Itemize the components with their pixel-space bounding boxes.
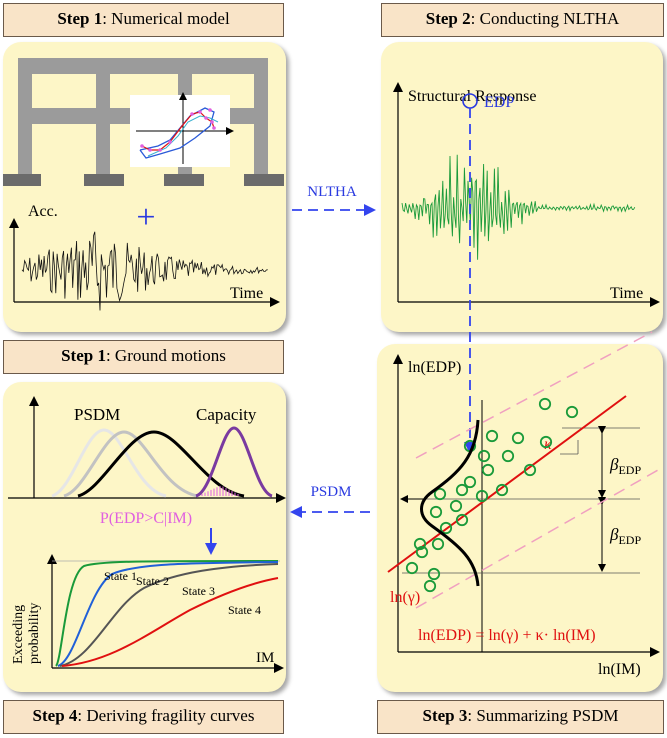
psdm-data-point — [523, 463, 537, 477]
step4-label: Step 4: Deriving fragility curves — [3, 700, 284, 734]
step-number: Step 3 — [422, 706, 468, 725]
psdm-data-point — [427, 567, 441, 581]
step1-ground-label: Step 1: Ground motions — [3, 340, 284, 374]
overlap-hatch — [201, 485, 239, 496]
psdm-curve-dark — [77, 430, 245, 498]
beta-lower-label: βEDP — [609, 525, 641, 547]
ground-motion-trace — [21, 231, 268, 311]
psdm-data-point — [477, 449, 491, 463]
response-panel — [381, 42, 663, 332]
beta-upper-label: βEDP — [609, 455, 641, 477]
kappa-label: κ — [544, 436, 552, 453]
step-text: : Numerical model — [102, 9, 230, 28]
frame-supports — [3, 174, 284, 186]
capacity-curve — [195, 426, 273, 498]
edp-label: EDP — [484, 94, 514, 111]
state1-label: State 1 — [104, 569, 137, 583]
fragility-x-label: IM — [256, 650, 274, 666]
fragility-curve-state3 — [59, 563, 279, 667]
capacity-label: Capacity — [196, 405, 257, 424]
hysteresis-loop-cyan — [147, 115, 219, 157]
psdm-scatter — [405, 397, 579, 593]
psdm-curve-label: PSDM — [74, 405, 120, 424]
acc-time-label: Time — [230, 285, 263, 302]
plus-sign: + — [136, 199, 155, 236]
upper-bound-line — [415, 331, 653, 459]
psdm-data-point — [455, 513, 469, 527]
step-number: Step 1 — [57, 9, 103, 28]
hysteresis-inset — [130, 92, 234, 167]
psdm-data-point — [449, 499, 463, 513]
hysteresis-loop-red — [141, 111, 215, 151]
psdm-data-point — [495, 483, 509, 497]
psdm-data-point — [501, 449, 515, 463]
psdm-curve-mid — [63, 430, 199, 498]
response-trace — [401, 154, 636, 260]
response-title: Structural Response — [408, 88, 536, 105]
step-number: Step 2 — [425, 9, 471, 28]
fragility-curve-state4 — [61, 577, 279, 667]
hysteresis-loop-blue — [139, 107, 215, 159]
fragility-curve-state2 — [57, 561, 279, 667]
psdm-data-point — [433, 487, 447, 501]
edp-distribution-curve — [420, 419, 480, 587]
psdm-data-point — [423, 579, 437, 593]
prob-label: P(EDP>C|IM) — [100, 510, 192, 527]
psdm-data-point — [511, 431, 525, 445]
psdm-data-point — [481, 463, 495, 477]
psdm-arrow-label: PSDM — [311, 484, 352, 500]
psdm-data-point — [538, 397, 552, 411]
state2-label: State 2 — [136, 574, 169, 588]
psdm-x-label: ln(IM) — [598, 661, 641, 678]
psdm-curve-light — [51, 428, 167, 498]
step-number: Step 4 — [32, 706, 78, 725]
psdm-data-point — [539, 435, 553, 449]
state4-label: State 4 — [228, 603, 261, 617]
psdm-data-point — [431, 537, 445, 551]
step-text: : Summarizing PSDM — [467, 706, 619, 725]
step3-label: Step 3: Summarizing PSDM — [377, 700, 664, 734]
lower-bound-line — [415, 469, 659, 609]
psdm-data-point — [413, 537, 427, 551]
gamma-label: ln(γ) — [390, 589, 420, 606]
fragility-curve-state1 — [55, 560, 279, 667]
nltha-arrow-label: NLTHA — [307, 184, 357, 200]
psdm-data-point — [463, 475, 477, 489]
psdm-data-point — [429, 505, 443, 519]
fragility-y-label-1: Exceeding — [11, 605, 26, 664]
state3-label: State 3 — [182, 584, 215, 598]
psdm-data-point — [415, 545, 429, 559]
acc-label: Acc. — [28, 203, 58, 220]
fragility-y-label-2: probability — [27, 603, 42, 664]
psdm-y-label: ln(EDP) — [408, 359, 461, 376]
psdm-data-point — [455, 483, 469, 497]
psdm-data-point — [485, 429, 499, 443]
step-number: Step 1 — [61, 346, 106, 365]
psdm-data-point — [565, 405, 579, 419]
regression-line — [387, 395, 627, 573]
step-text: : Conducting NLTHA — [470, 9, 620, 28]
step-text: : Deriving fragility curves — [77, 706, 255, 725]
psdm-data-point — [475, 489, 489, 503]
response-time-label: Time — [610, 285, 643, 302]
psdm-data-point — [405, 561, 419, 575]
step2-label: Step 2: Conducting NLTHA — [381, 3, 664, 37]
step1-model-label: Step 1: Numerical model — [3, 3, 284, 37]
psdm-data-point — [439, 521, 453, 535]
psdm-equation: ln(EDP) = ln(γ) + κ· ln(IM) — [418, 627, 596, 644]
step-text: : Ground motions — [105, 346, 226, 365]
